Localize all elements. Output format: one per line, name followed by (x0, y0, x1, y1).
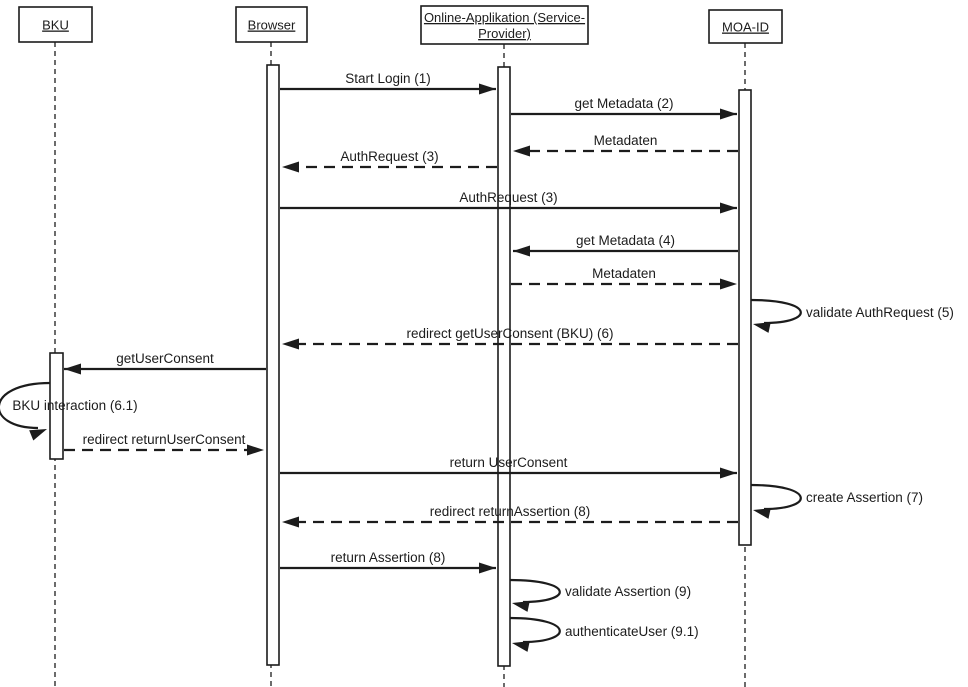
self-loop-label: validate Assertion (9) (565, 584, 691, 599)
self-loop-arrowhead-moa-id (753, 322, 771, 333)
message-arrowhead-moa-id (720, 202, 737, 214)
self-loop-label: validate AuthRequest (5) (806, 305, 954, 320)
self-loop-arrowhead-online-applikation (512, 641, 530, 652)
self-loop-arrowhead-bku (29, 429, 47, 441)
self-loop-arrowhead-moa-id (753, 508, 771, 519)
actor-label-browser: Browser (248, 18, 296, 33)
actor-label-moa-id: MOA-ID (722, 20, 769, 35)
message-arrowhead-moa-id (720, 108, 737, 120)
message-arrowhead-bku (64, 363, 81, 375)
actor-box-bku (18, 6, 93, 43)
message-arrowhead-moa-id (720, 278, 737, 290)
message-label: return Assertion (8) (331, 550, 446, 565)
actor-box-online-applikation (420, 5, 589, 45)
actor-label-online-applikation: Provider) (478, 26, 531, 41)
message-arrowhead-moa-id (720, 467, 737, 479)
message-arrowhead-browser (282, 338, 299, 350)
message-label: redirect returnAssertion (8) (430, 504, 591, 519)
activation-bar-online-applikation (497, 66, 511, 667)
self-loop-arrowhead-online-applikation (512, 601, 530, 612)
message-label: get Metadata (2) (574, 96, 673, 111)
self-loop-online-applikation (509, 616, 561, 644)
actor-label-bku: BKU (42, 18, 69, 33)
message-label: AuthRequest (3) (459, 190, 557, 205)
message-label: Metadaten (594, 133, 658, 148)
actor-box-moa-id (708, 9, 783, 44)
message-label: return UserConsent (450, 455, 568, 470)
message-arrowhead-browser (282, 161, 299, 173)
self-loop-moa-id (750, 483, 802, 511)
self-loop-bku (0, 381, 51, 430)
message-label: redirect returnUserConsent (83, 432, 246, 447)
activation-bar-browser (266, 64, 280, 666)
self-loop-label: BKU interaction (6.1) (12, 398, 137, 413)
self-loop-label: authenticateUser (9.1) (565, 624, 699, 639)
message-label: Metadaten (592, 266, 656, 281)
self-loop-online-applikation (509, 578, 561, 604)
message-arrowhead-online-applikation (513, 145, 530, 157)
message-label: getUserConsent (116, 351, 214, 366)
activation-bar-bku (49, 352, 64, 460)
actor-box-browser (235, 6, 308, 43)
message-label: Start Login (1) (345, 71, 431, 86)
message-label: AuthRequest (3) (340, 149, 438, 164)
activation-bar-moa-id (738, 89, 752, 546)
self-loop-moa-id (750, 298, 802, 325)
message-arrowhead-online-applikation (479, 83, 496, 95)
message-arrowhead-browser (282, 516, 299, 528)
message-label: get Metadata (4) (576, 233, 675, 248)
self-loop-label: create Assertion (7) (806, 490, 923, 505)
message-arrowhead-online-applikation (513, 245, 530, 257)
message-arrowhead-online-applikation (479, 562, 496, 574)
actor-label-online-applikation: Online-Applikation (Service- (424, 10, 585, 25)
message-label: redirect getUserConsent (BKU) (6) (406, 326, 613, 341)
message-arrowhead-browser (247, 444, 264, 456)
